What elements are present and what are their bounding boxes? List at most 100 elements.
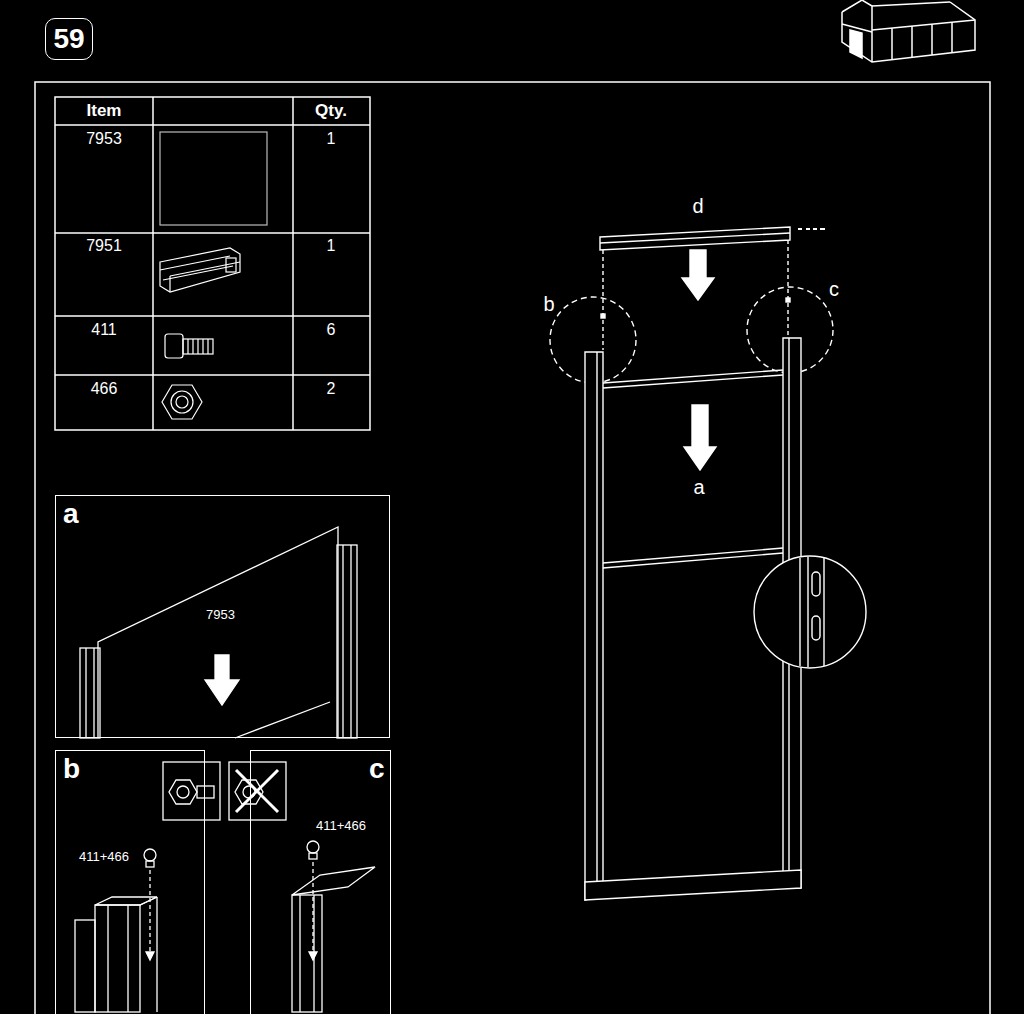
table-header: Item (87, 101, 122, 121)
panel-c-drawing-part (236, 770, 278, 812)
door-drawing-part (585, 352, 603, 900)
panel-b-drawing-part (149, 870, 150, 955)
greenhouse-icon (842, 0, 975, 62)
door-drawing (550, 227, 866, 900)
panel-c-drawing-part (299, 895, 300, 1012)
panel-b-drawing-part (197, 786, 214, 798)
detail-panel: b 411+466 (55, 750, 205, 1014)
part-label: 411+466 (316, 819, 366, 834)
door-drawing-part (596, 352, 597, 897)
panel-b-drawing-part (95, 905, 140, 1012)
panel-c-drawing-part (309, 853, 317, 859)
panel-b-drawing-part (140, 897, 157, 905)
door-drawing-part (786, 298, 790, 302)
bolt-icon-part (207, 339, 208, 354)
panel-b-drawing-part (127, 905, 128, 1012)
panel-b-drawing-part (146, 952, 154, 960)
panel-c-drawing-part (292, 867, 375, 895)
bolt-icon-part (187, 339, 188, 354)
panel-icon (160, 132, 267, 225)
panel-a-drawing (80, 527, 357, 738)
greenhouse-icon-part (842, 0, 872, 62)
item-number: 7953 (86, 130, 122, 148)
panel-b-drawing-part (75, 920, 95, 1012)
door-drawing-part (585, 870, 801, 900)
step-number: 59 (53, 23, 84, 55)
panel-a-drawing-part (235, 702, 330, 738)
quantity: 2 (327, 380, 336, 398)
panel-a-drawing-part (93, 648, 94, 738)
panel-b-drawing-part (169, 780, 197, 804)
profile-icon (160, 248, 240, 292)
parts-table-part (55, 124, 370, 126)
parts-table-part (292, 97, 294, 430)
item-number: 7951 (86, 237, 122, 255)
panel-a-drawing-part (337, 545, 357, 738)
panel-a-drawing-part (85, 648, 86, 738)
panel-a-drawing-part (350, 545, 351, 738)
door-drawing-part (603, 553, 783, 568)
greenhouse-icon-part (850, 30, 862, 58)
greenhouse-icon-part (842, 24, 872, 32)
greenhouse-icon-part (911, 26, 913, 57)
parts-table-part (55, 232, 370, 234)
bolt-icon (165, 334, 213, 358)
step-letter: b (543, 293, 554, 316)
door-drawing-part (682, 250, 714, 300)
bolt-icon-part (192, 339, 193, 354)
door-drawing-part (600, 233, 790, 243)
panel-b-drawing-part (95, 897, 157, 905)
door-drawing-part (820, 228, 825, 230)
parts-table-part (55, 374, 370, 376)
quantity: 6 (327, 321, 336, 339)
panel-icon-part (160, 132, 267, 225)
profile-icon-part (226, 258, 236, 272)
panel-b-drawing-part (177, 786, 189, 798)
step-letter: a (693, 476, 704, 499)
parts-table-part (152, 97, 154, 430)
door-drawing-part (684, 405, 716, 470)
part-label: 411+466 (79, 850, 129, 865)
panel-letter: a (63, 498, 79, 530)
nut-icon-part (171, 391, 193, 413)
nut-icon-part (176, 396, 188, 408)
door-drawing-part (806, 228, 810, 230)
nut-icon (162, 385, 202, 419)
door-drawing-part (787, 240, 788, 336)
panel-c-drawing-part (236, 770, 278, 812)
greenhouse-icon-part (872, 2, 950, 6)
panel-b-drawing-part (144, 849, 156, 861)
door-drawing-part (813, 228, 817, 230)
nut-icon-part (162, 385, 202, 419)
greenhouse-icon-part (931, 24, 933, 55)
panel-letter: c (369, 753, 385, 785)
table-header: Qty. (315, 101, 347, 121)
door-drawing-part (602, 250, 603, 350)
panel-b-drawing-part (107, 905, 108, 1012)
panel-a-drawing-part (342, 545, 343, 738)
door-drawing-part (754, 556, 866, 668)
door-drawing-part (600, 227, 790, 250)
profile-icon-part (160, 248, 240, 292)
part-label: 7953 (206, 608, 235, 623)
quantity: 1 (327, 237, 336, 255)
parts-table-part (55, 97, 370, 430)
profile-icon-part (160, 256, 230, 270)
bolt-icon-part (202, 339, 203, 354)
panel-b-drawing-part (156, 897, 157, 1012)
panel-c-drawing-part (313, 895, 314, 1012)
quantity: 1 (327, 130, 336, 148)
panel-c-drawing-part (292, 895, 322, 1012)
door-drawing-part (823, 558, 824, 666)
door-drawing-part (807, 557, 808, 667)
parts-table-part (55, 315, 370, 317)
panel-a-drawing-part (205, 655, 239, 705)
greenhouse-icon-part (951, 22, 953, 53)
parts-table (55, 97, 370, 430)
bolt-icon-part (183, 339, 213, 354)
step-letter: d (692, 195, 703, 218)
panel-letter: b (63, 753, 80, 785)
step-frame (35, 82, 990, 1014)
